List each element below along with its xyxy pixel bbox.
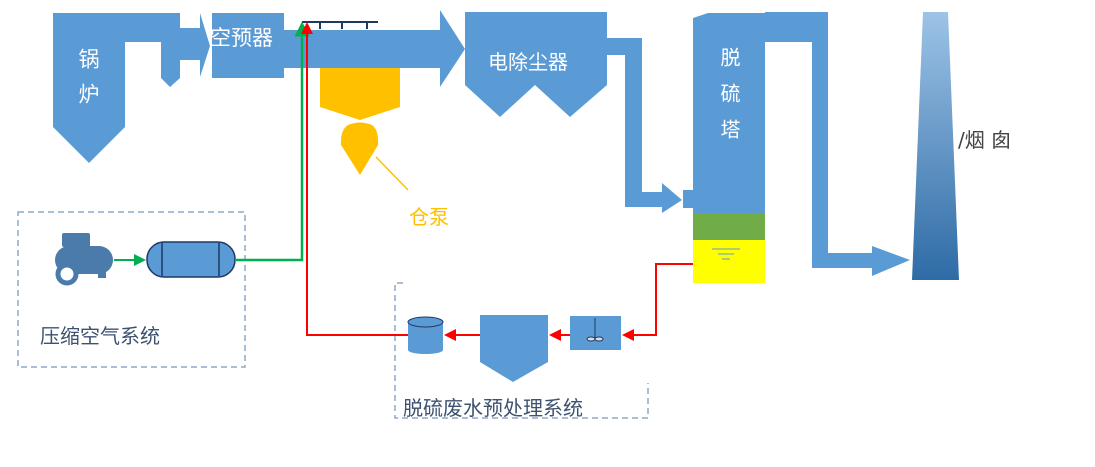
chimney-label: /烟 囱 — [958, 128, 1012, 152]
chimney — [912, 12, 959, 280]
boiler-label: 锅炉 — [76, 48, 100, 118]
boiler-outlet-arrow — [180, 13, 210, 77]
wastewater-box — [394, 282, 649, 419]
water-return-line — [301, 22, 408, 336]
absorber-outlet-duct — [765, 12, 910, 276]
compressed-air-system-label: 压缩空气系统 — [40, 324, 160, 348]
esp — [465, 12, 607, 117]
flue-duct-arrow — [284, 10, 465, 87]
ash-hopper — [320, 68, 400, 120]
boiler — [53, 13, 180, 163]
absorber-layer — [693, 213, 765, 240]
silo-pump-label: 仓泵 — [409, 205, 449, 229]
air-preheater-label: 空预器 — [210, 26, 273, 50]
absorber-inlet-stub — [683, 190, 695, 208]
silo-pump — [340, 122, 379, 175]
air-tank — [146, 241, 236, 278]
clarifier — [480, 315, 548, 382]
slurry-pool — [693, 240, 765, 283]
water-level-icon — [712, 248, 740, 260]
agitator-icon — [586, 318, 604, 342]
pump-leader-line — [375, 156, 409, 191]
air-preheater — [212, 13, 284, 78]
absorber-label: 脱硫塔 — [717, 47, 741, 155]
compressed-air-box — [17, 211, 246, 368]
absorber — [693, 13, 765, 213]
esp-outlet-duct — [607, 38, 682, 213]
water-arrow-3 — [622, 263, 693, 341]
storage-cylinder — [407, 316, 444, 354]
air-line-2 — [235, 21, 310, 262]
compressor-icon — [55, 233, 113, 286]
sprayer-bar — [302, 21, 378, 29]
esp-label: 电除尘器 — [488, 50, 568, 74]
wastewater-system-label: 脱硫废水预处理系统 — [403, 396, 583, 420]
